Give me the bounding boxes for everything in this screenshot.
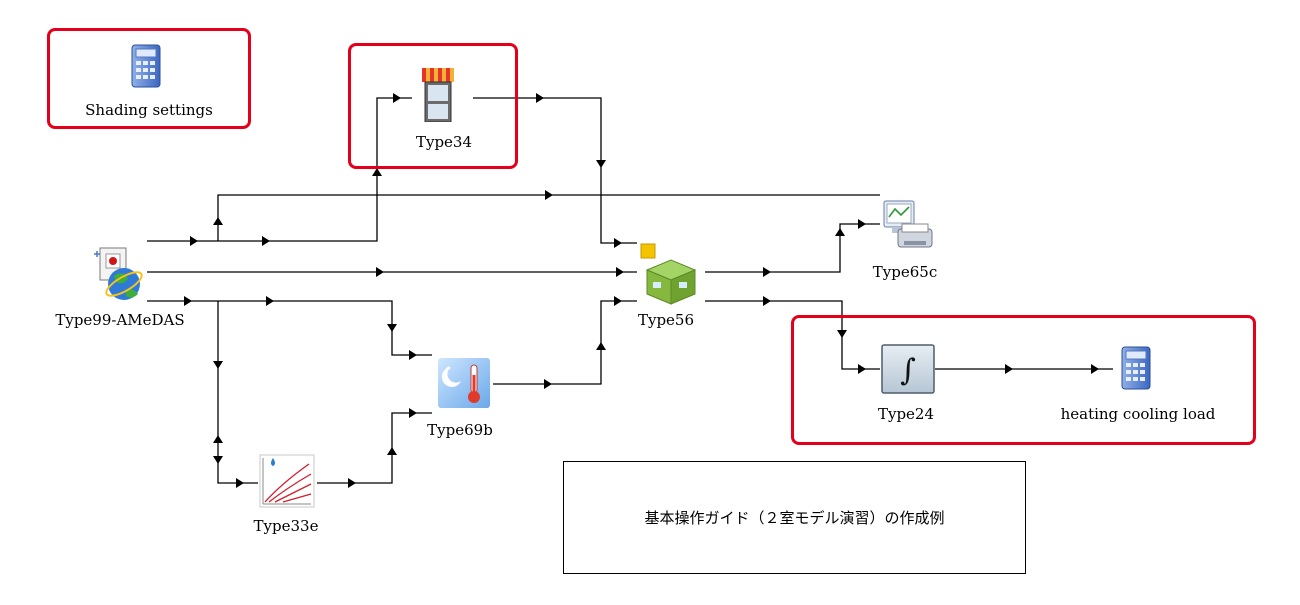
wire-type99-type33e bbox=[217, 301, 258, 484]
component-label: Type56 bbox=[637, 311, 695, 329]
calculator-icon bbox=[1121, 346, 1151, 390]
component-label: Type99-AMeDAS bbox=[55, 311, 185, 329]
component-label: Type33e bbox=[253, 517, 319, 535]
window-awning-icon bbox=[422, 68, 454, 122]
wire-type99-type69b bbox=[147, 300, 432, 356]
component-label: Type24 bbox=[877, 405, 935, 423]
highlight-shading-settings bbox=[47, 28, 251, 129]
component-label: Type34 bbox=[415, 133, 473, 151]
svg-text:✦: ✦ bbox=[445, 364, 452, 373]
component-label: heating cooling load bbox=[1060, 405, 1216, 423]
highlight-type24-load bbox=[791, 315, 1256, 445]
psychrometric-chart-icon bbox=[259, 454, 315, 508]
integrator-icon: ∫ bbox=[881, 344, 935, 394]
note-text: 基本操作ガイド（２室モデル演習）の作成例 bbox=[644, 509, 945, 527]
building-zone-icon bbox=[640, 243, 697, 305]
weather-data-globe-icon bbox=[94, 247, 143, 300]
component-label: Type69b bbox=[427, 421, 493, 439]
plotter-printer-icon bbox=[883, 200, 933, 248]
wire-type56-type65c bbox=[705, 223, 880, 273]
component-label: Shading settings bbox=[85, 101, 213, 119]
component-label: Type65c bbox=[872, 263, 938, 281]
wire-type69b-type56 bbox=[493, 300, 637, 385]
svg-text:∫: ∫ bbox=[900, 353, 916, 388]
sky-temperature-icon: ✦ bbox=[438, 358, 490, 408]
wire-type99-type65c bbox=[217, 194, 880, 241]
calculator-icon bbox=[131, 44, 161, 88]
highlight-type34 bbox=[348, 43, 518, 169]
note-box: 基本操作ガイド（２室モデル演習）の作成例 bbox=[563, 461, 1026, 574]
wire-type33e-type69b bbox=[317, 412, 432, 484]
